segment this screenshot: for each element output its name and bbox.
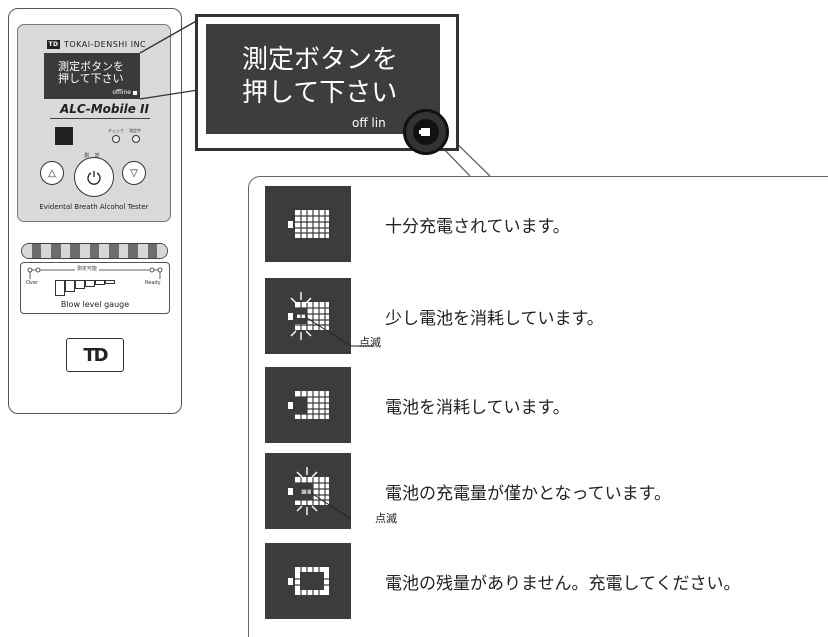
blink-label: 点滅 [359, 336, 381, 349]
battery-state-text: 電池を消耗しています。 [385, 398, 570, 418]
up-arrow-icon: △ [48, 167, 56, 179]
device-lcd-message: 測定ボタンを 押して下さい [58, 60, 124, 85]
measuring-lamp-label: 測定中 [129, 128, 141, 133]
gauge-level-bar [65, 280, 75, 292]
auxiliary-display [55, 127, 73, 145]
company-logo-text: TD [83, 344, 108, 366]
model-name: ALC-Mobile II [60, 102, 149, 116]
battery-state-tile [265, 367, 351, 443]
battery-state-row: 電池を消耗しています。 [265, 367, 825, 443]
zoom-lcd-screen: 測定ボタンを 押して下さい off lin [206, 24, 440, 134]
gauge-level-bar [75, 280, 85, 289]
gauge-label: Blow level gauge [60, 300, 130, 309]
battery-state-row: 電池の残量がありません。充電してください。 [265, 543, 825, 619]
power-icon [87, 171, 101, 185]
down-arrow-icon: ▽ [130, 167, 138, 179]
brand-header: TD TOKAI-DENSHI INC [47, 40, 146, 49]
gauge-ready-label: Ready [145, 280, 161, 286]
battery-state-text: 少し電池を消耗しています。 [385, 309, 604, 329]
zoom-lcd-message: 測定ボタンを 押して下さい [242, 45, 399, 108]
blink-pointer-line [351, 345, 373, 347]
zoom-lcd-status: off lin [352, 116, 386, 130]
down-button[interactable]: ▽ [122, 161, 146, 185]
product-description: Evidental Breath Alcohol Tester [39, 203, 149, 211]
gauge-level-bar [105, 280, 115, 284]
check-lamp-label: チェック [108, 128, 124, 133]
battery-empty-icon [288, 567, 329, 595]
battery-state-tile [265, 453, 352, 529]
battery-indicator-highlight [403, 109, 449, 155]
battery-state-row: 電池の充電量が僅かとなっています。 [265, 453, 825, 529]
blink-label: 点滅 [375, 512, 397, 525]
company-logo: TD [66, 338, 124, 372]
power-measure-button[interactable] [74, 157, 114, 197]
gauge-level-bar [55, 280, 65, 296]
battery-state-tile [265, 186, 351, 262]
device-lcd-status: offline [112, 89, 131, 96]
battery-partly-used-icon [288, 292, 352, 347]
zoom-battery-icon [421, 128, 430, 136]
gauge-level-bar [85, 280, 95, 287]
battery-state-text: 電池の残量がありません。充電してください。 [385, 574, 741, 594]
battery-state-tile [265, 543, 351, 619]
battery-state-row: 十分充電されています。 [265, 186, 825, 262]
battery-state-text: 電池の充電量が僅かとなっています。 [385, 484, 671, 504]
measure-button-label: 測 定 [84, 153, 102, 159]
battery-used-icon [288, 391, 329, 419]
measuring-lamp-icon [132, 135, 140, 143]
battery-full-icon [288, 210, 329, 238]
device-lcd-screen: 測定ボタンを 押して下さい offline [44, 53, 140, 99]
battery-state-row: 少し電池を消耗しています。 [265, 278, 825, 354]
battery-low-icon [288, 467, 352, 520]
battery-state-text: 十分充電されています。 [385, 217, 570, 237]
model-underline [50, 118, 150, 119]
gauge-measurable-label: 測定可能 [75, 265, 100, 272]
device-battery-icon [133, 91, 137, 95]
brand-logo-icon: TD [47, 40, 60, 49]
up-button[interactable]: △ [40, 161, 64, 185]
battery-state-tile [265, 278, 352, 354]
check-lamp-icon [112, 135, 120, 143]
gauge-over-label: Over [26, 280, 39, 286]
gauge-level-bar [95, 280, 105, 285]
brand-name: TOKAI-DENSHI INC [64, 40, 147, 49]
blow-level-gauge-bar [21, 243, 168, 259]
